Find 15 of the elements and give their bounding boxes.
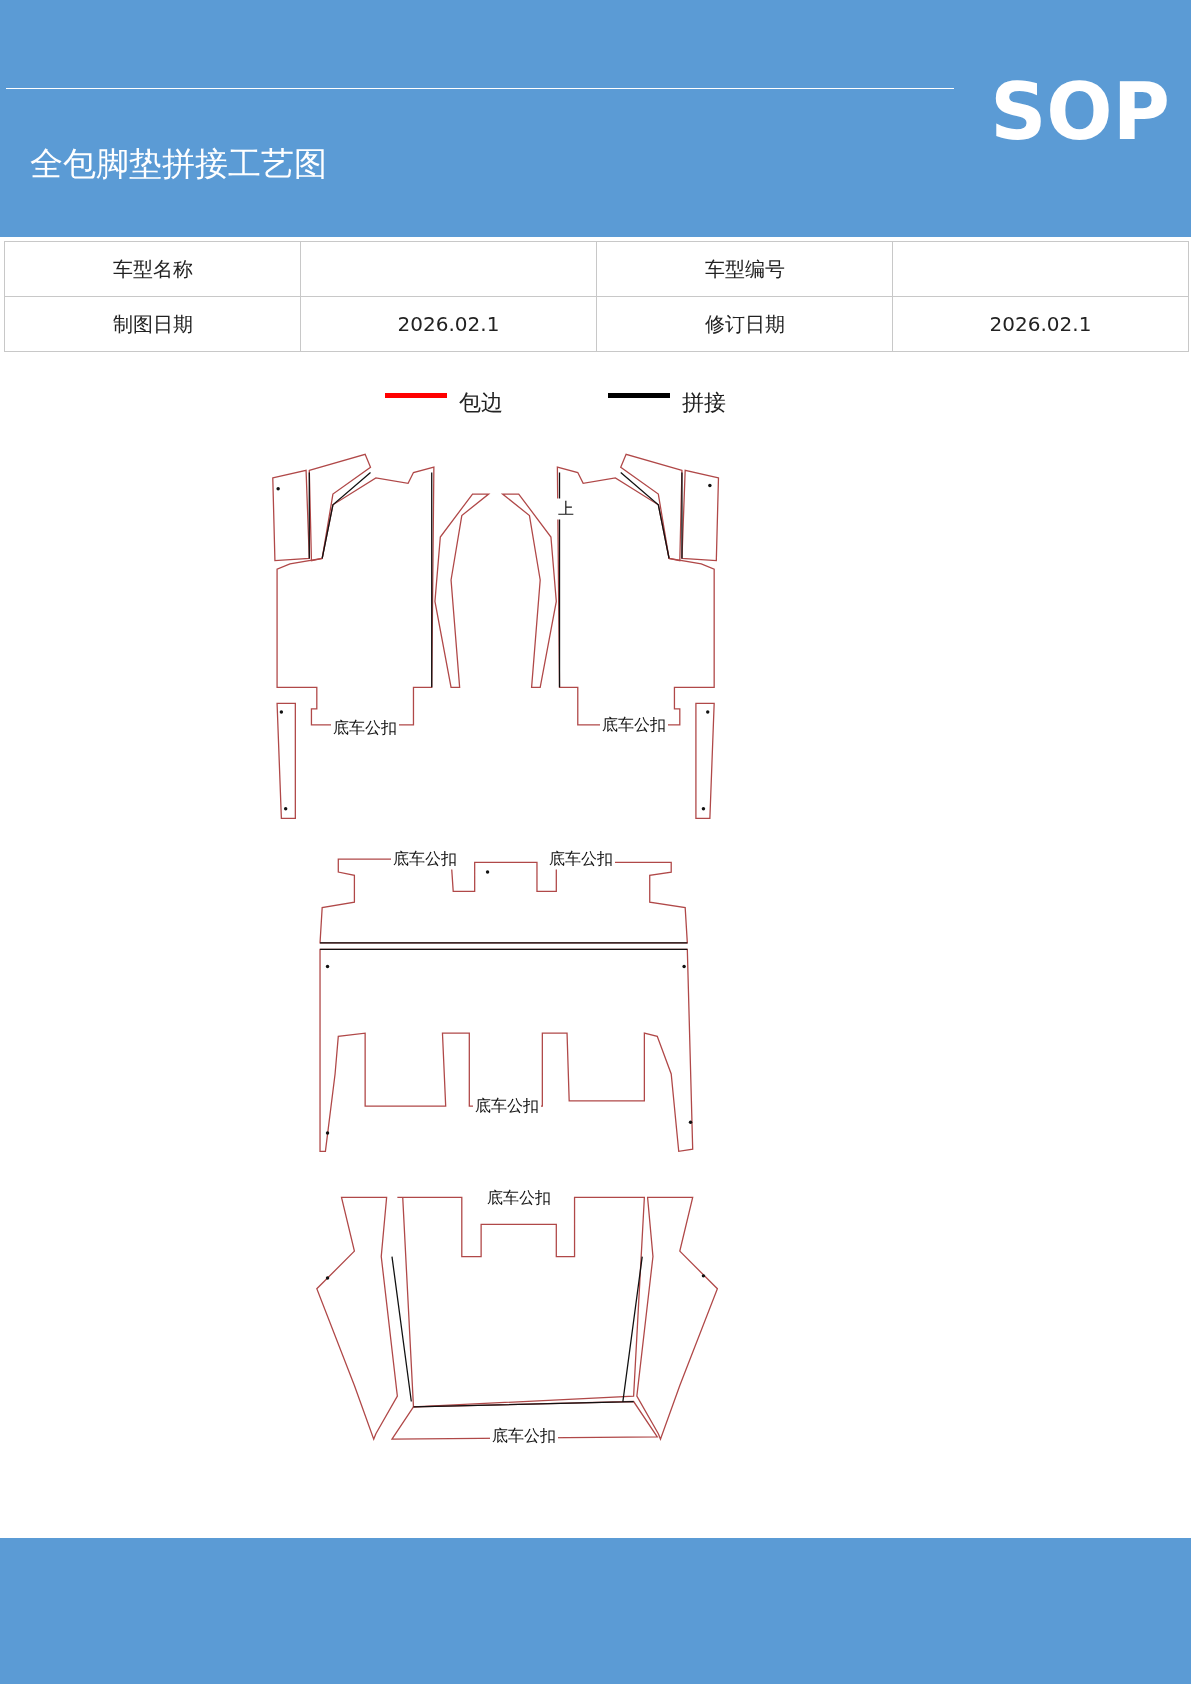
part-label: 底车公扣 (331, 717, 399, 739)
part-label: 底车公扣 (600, 714, 668, 736)
table-cell: 车型名称 (4, 241, 301, 297)
page-title: 全包脚垫拼接工艺图 (30, 143, 327, 185)
part-label: 底车公扣 (473, 1095, 541, 1117)
legend-label: 包边 (459, 389, 503, 417)
legend-label: 拼接 (682, 389, 726, 417)
part-label: 上 (556, 498, 576, 520)
part-label: 底车公扣 (485, 1187, 553, 1209)
table-cell: 制图日期 (4, 296, 301, 352)
part-label: 底车公扣 (490, 1425, 558, 1447)
part-label: 底车公扣 (391, 848, 459, 870)
part-label: 底车公扣 (547, 848, 615, 870)
sop-heading: SOP (989, 67, 1171, 157)
table-cell: 2026.02.1 (892, 296, 1189, 352)
